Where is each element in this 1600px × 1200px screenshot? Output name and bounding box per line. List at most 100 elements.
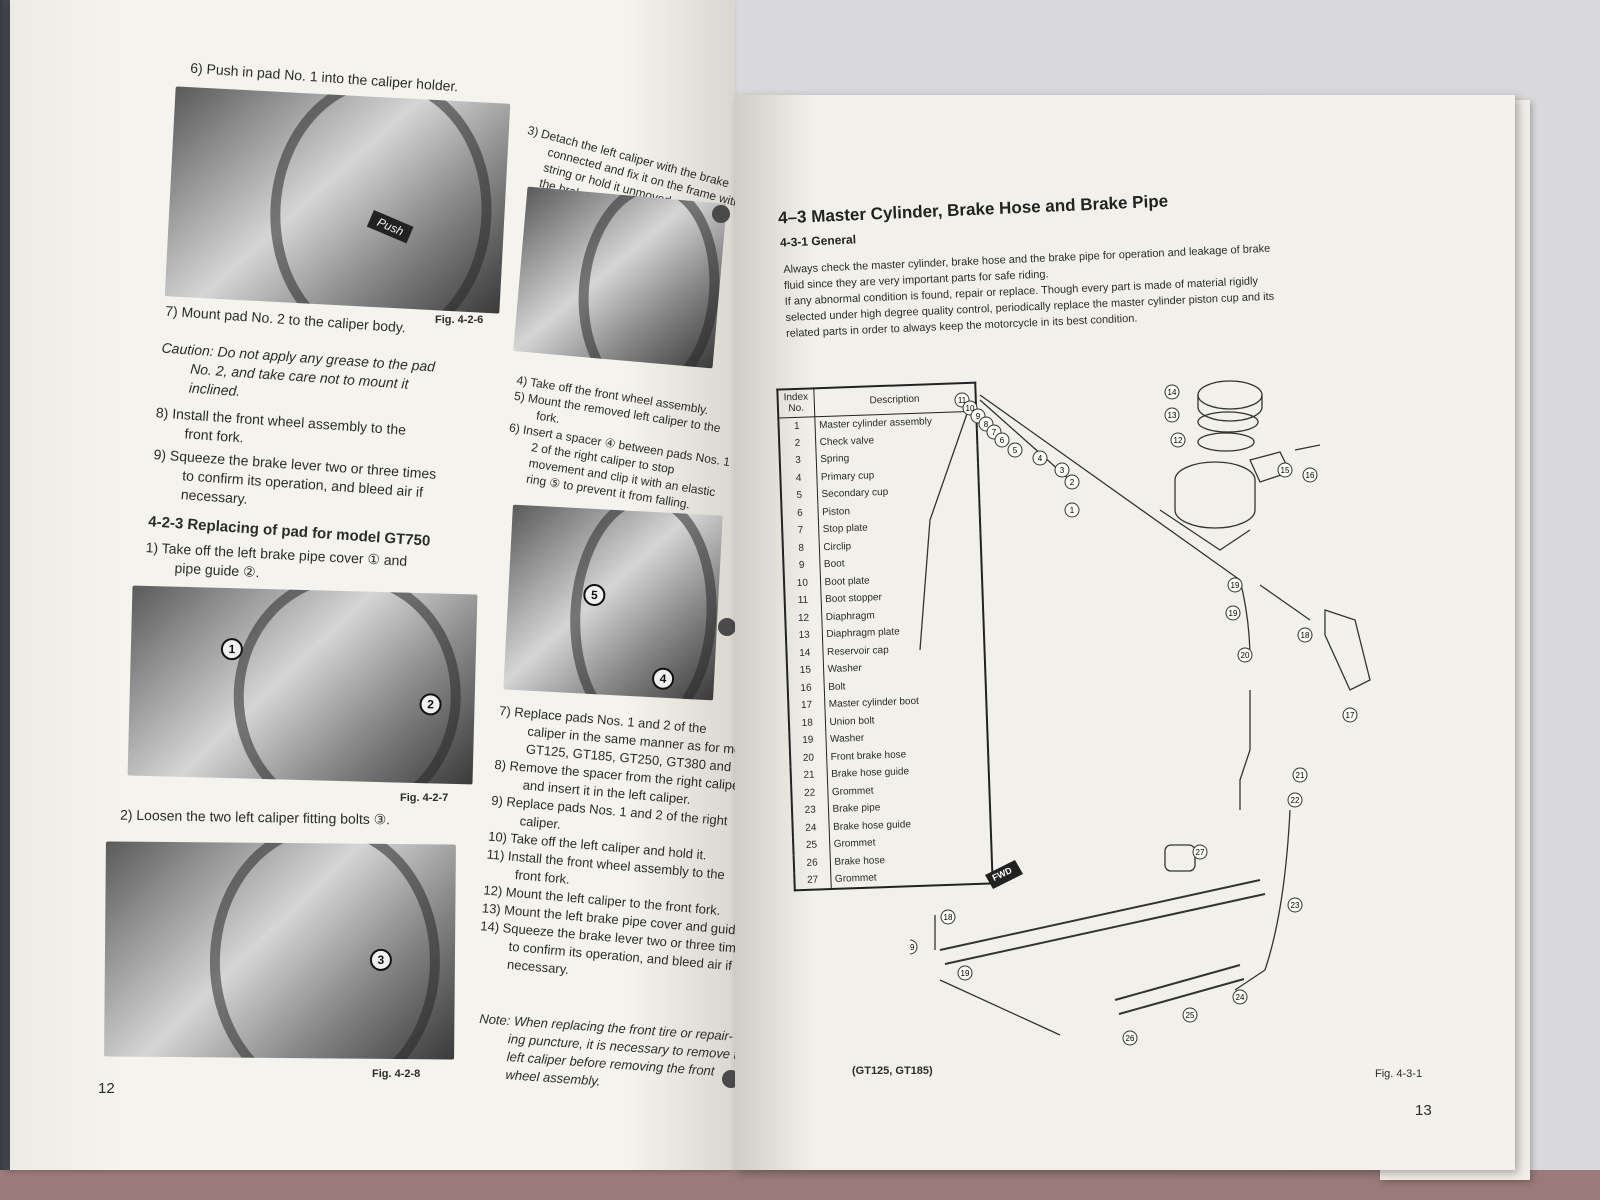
diagram-callout-circle bbox=[1287, 897, 1303, 913]
row-index: 25 bbox=[792, 836, 830, 855]
row-index: 21 bbox=[790, 766, 828, 785]
diagram-callout-circle bbox=[957, 965, 973, 981]
diagram-callout-circle bbox=[1342, 707, 1358, 723]
diagram-callout-circle bbox=[1287, 792, 1303, 808]
photo-brake-pipe-cover: 1 2 bbox=[127, 585, 478, 785]
left-page: 6) Push in pad No. 1 into the caliper ho… bbox=[10, 0, 779, 1170]
row-index: 15 bbox=[786, 661, 824, 680]
photo-spacer-clip: 5 4 bbox=[503, 504, 723, 701]
diagram-callout-circle bbox=[1054, 462, 1070, 478]
diagram-callout-label: 26 bbox=[1126, 1034, 1135, 1043]
row-index: 11 bbox=[784, 591, 822, 610]
diagram-callout-circle bbox=[1032, 450, 1048, 466]
diagram-callout-circle bbox=[1297, 627, 1313, 643]
diagram-callout-label: 19 bbox=[1231, 581, 1240, 590]
diagram-callout-circle bbox=[1302, 467, 1318, 483]
row-index: 6 bbox=[781, 503, 818, 523]
row-index: 2 bbox=[778, 433, 816, 453]
callout-1: 1 bbox=[220, 637, 244, 661]
row-index: 27 bbox=[794, 871, 831, 890]
binder-hole bbox=[712, 205, 730, 223]
diagram-callout-circle bbox=[1122, 1030, 1138, 1046]
photo-push-label: Push bbox=[366, 210, 414, 244]
diagram-callout-label: 8 bbox=[984, 420, 989, 429]
row-index: 8 bbox=[782, 538, 820, 558]
diagram-callout-label: 7 bbox=[992, 428, 997, 437]
diagram-callout-label: 16 bbox=[1306, 471, 1315, 480]
diagram-callout-circle bbox=[1064, 474, 1080, 490]
diagram-callout-label: 13 bbox=[1168, 411, 1177, 420]
photo-caliper-bolts: 3 bbox=[104, 841, 456, 1060]
page-number-left: 12 bbox=[98, 1080, 115, 1097]
note-block: Note: When replacing the front tire or r… bbox=[475, 1010, 754, 1101]
row-index: 16 bbox=[787, 678, 825, 698]
caution-block: Caution: Do not apply any grease to the … bbox=[158, 339, 435, 415]
diagram-callout-label: 2 bbox=[1070, 478, 1075, 487]
master-cylinder-exploded-diagram: FWD 141312111098765432115161919182017212… bbox=[910, 380, 1371, 1046]
step-7: 7) Mount pad No. 2 to the caliper body. bbox=[164, 302, 407, 336]
diagram-callout-circle bbox=[1164, 384, 1180, 400]
fig-4-2-7-caption: Fig. 4-2-7 bbox=[400, 792, 449, 804]
diagram-callout-label: 19 bbox=[1229, 609, 1238, 618]
row-index: 7 bbox=[781, 521, 819, 541]
row-index: 3 bbox=[779, 451, 817, 471]
diagram-callout-label: 20 bbox=[1241, 651, 1250, 660]
diagram-callout-circle bbox=[1292, 767, 1308, 783]
diagram-callout-label: 4 bbox=[1038, 454, 1043, 463]
row-index: 1 bbox=[778, 416, 815, 436]
row-index: 9 bbox=[783, 556, 820, 575]
diagram-callout-label: 1 bbox=[1070, 506, 1075, 515]
row-index: 12 bbox=[785, 608, 822, 628]
fig-4-2-8-caption: Fig. 4-2-8 bbox=[372, 1068, 421, 1080]
row-index: 19 bbox=[789, 731, 826, 750]
sec-step-2: 2) Loosen the two left caliper fitting b… bbox=[119, 806, 391, 828]
row-index: 14 bbox=[786, 643, 823, 663]
callout-3: 3 bbox=[369, 948, 393, 971]
diagram-callout-circle bbox=[1237, 647, 1253, 663]
background-bottom bbox=[0, 1170, 1600, 1200]
diagram-callout-label: 19 bbox=[961, 969, 970, 978]
diagram-callout-circle bbox=[1192, 844, 1208, 860]
row-index: 5 bbox=[780, 486, 818, 506]
diagram-callout-label: 5 bbox=[1013, 446, 1018, 455]
photo-push-pad: Push bbox=[164, 86, 511, 314]
row-index: 17 bbox=[788, 696, 825, 715]
callout-4: 4 bbox=[651, 667, 675, 691]
row-index: 22 bbox=[791, 783, 828, 803]
diagram-callout-label: 6 bbox=[1000, 436, 1005, 445]
index-header: Index No. bbox=[777, 388, 815, 418]
diagram-callout-label: 27 bbox=[1196, 848, 1205, 857]
row-index: 10 bbox=[783, 573, 821, 593]
diagram-callout-circle bbox=[910, 939, 918, 955]
diagram-callout-circle bbox=[994, 432, 1010, 448]
binder-hole bbox=[718, 618, 736, 636]
row-index: 18 bbox=[788, 713, 826, 733]
diagram-callout-circle bbox=[1277, 462, 1293, 478]
row-index: 20 bbox=[789, 748, 827, 768]
diagram-callout-label: 19 bbox=[910, 943, 915, 952]
diagram-callout-label: 22 bbox=[1291, 796, 1300, 805]
row-index: 4 bbox=[780, 468, 817, 488]
diagram-callout-label: 10 bbox=[966, 404, 975, 413]
diagram-callout-label: 24 bbox=[1236, 993, 1245, 1002]
row-index: 24 bbox=[792, 818, 829, 838]
photo-detached-caliper bbox=[513, 186, 727, 369]
diagram-callout-circle bbox=[1064, 502, 1080, 518]
diagram-callout-circle bbox=[1227, 577, 1243, 593]
diagram-callout-label: 3 bbox=[1060, 466, 1065, 475]
diagram-callout-label: 15 bbox=[1281, 466, 1290, 475]
diagram-callout-label: 21 bbox=[1296, 771, 1305, 780]
page-number-right: 13 bbox=[1415, 1102, 1432, 1119]
callout-5: 5 bbox=[582, 583, 606, 607]
diagram-callout-circle bbox=[1164, 407, 1180, 423]
diagram-callout-label: 25 bbox=[1186, 1011, 1195, 1020]
diagram-callout-label: 9 bbox=[976, 412, 981, 421]
diagram-callout-circle bbox=[1232, 989, 1248, 1005]
diagram-callout-circle bbox=[1182, 1007, 1198, 1023]
diagram-callout-label: 23 bbox=[1291, 901, 1300, 910]
diagram-callout-label: 11 bbox=[958, 396, 967, 405]
right-page bbox=[735, 95, 1515, 1170]
row-index: 13 bbox=[785, 626, 823, 645]
diagram-callout-label: 12 bbox=[1174, 436, 1183, 445]
row-index: 26 bbox=[793, 853, 831, 873]
